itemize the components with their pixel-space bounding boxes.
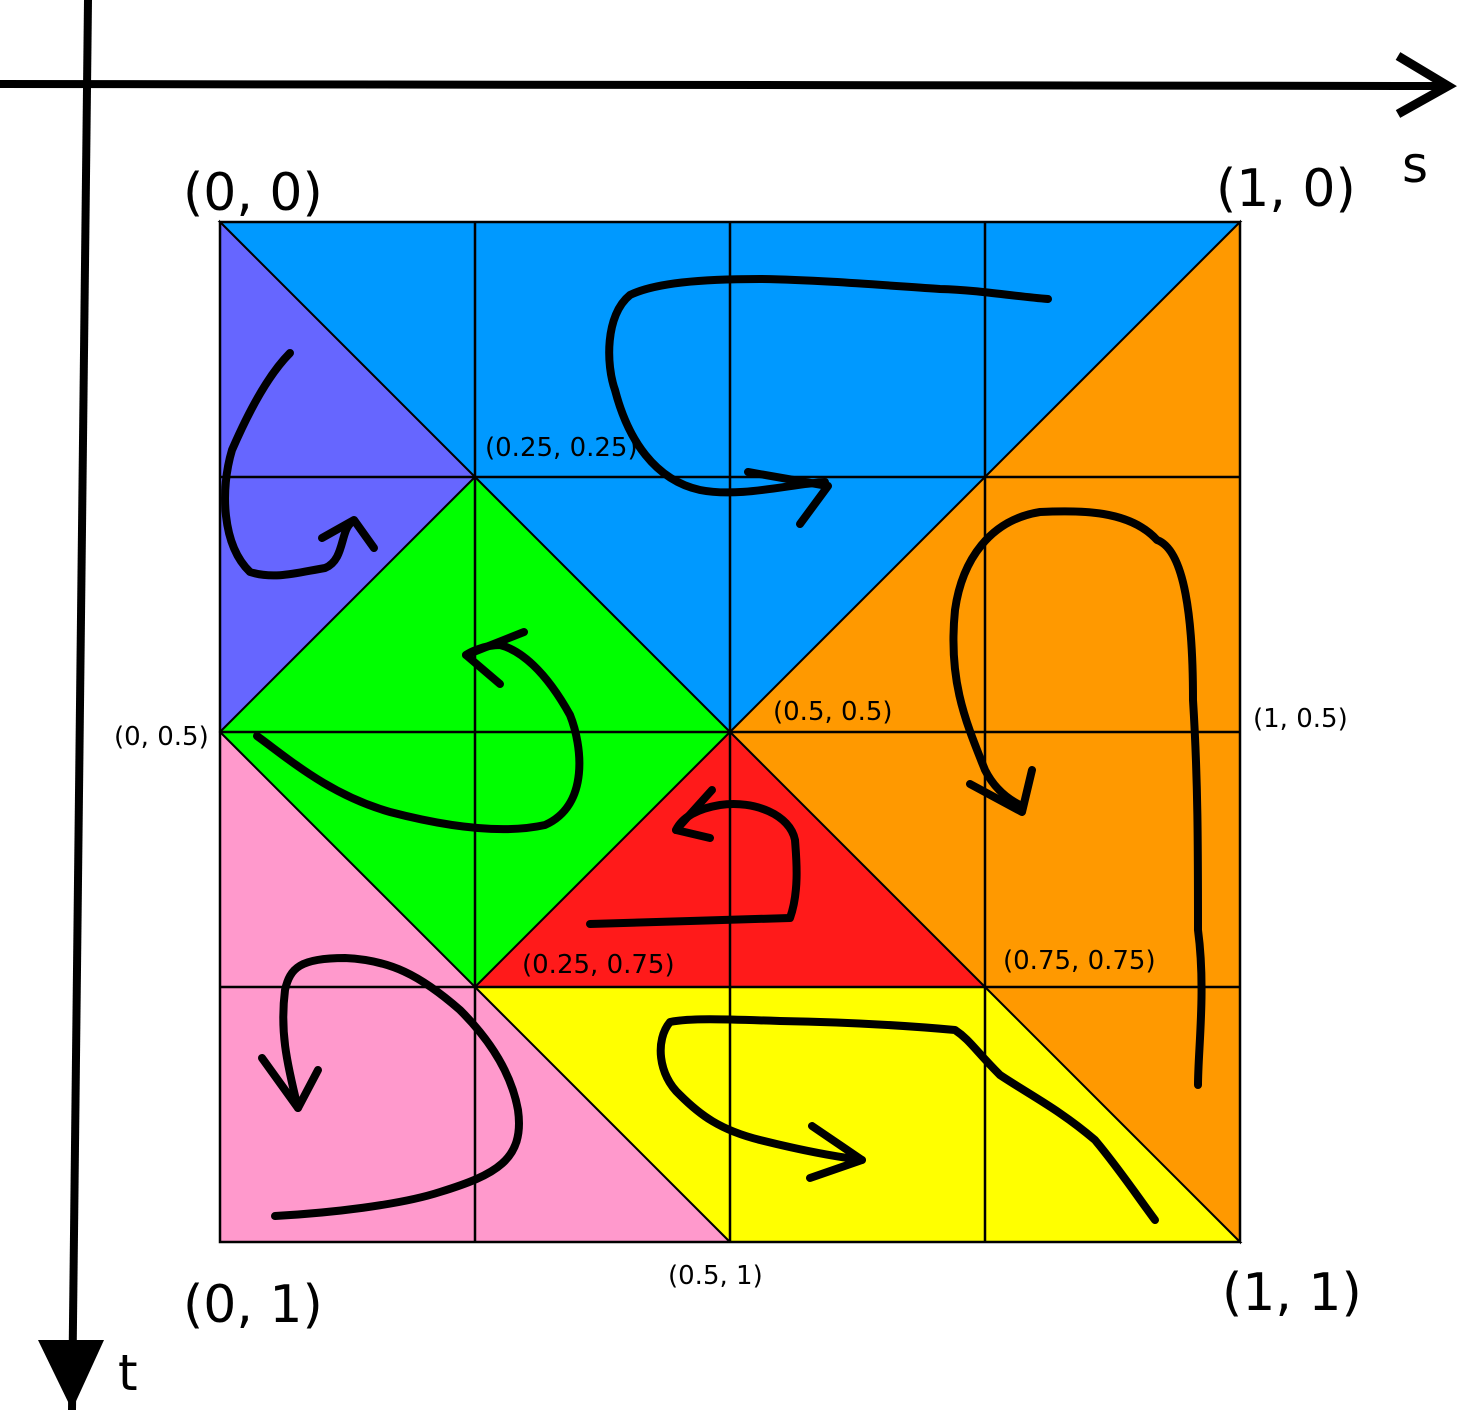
s-axis-arrowhead (1395, 52, 1457, 118)
point-label-05-1: (0.5, 1) (668, 1261, 763, 1291)
flow-arrows (221, 275, 1206, 1224)
point-label-05-05: (0.5, 0.5) (773, 697, 893, 727)
t-axis-arrowhead (38, 1340, 104, 1410)
red-flow-arrowhead (672, 786, 716, 842)
t-axis-label: t (118, 1344, 138, 1402)
red-flow-arrow (586, 800, 801, 928)
corner-label-bottom-left: (0, 1) (183, 1275, 323, 1335)
corner-label-top-left: (0, 0) (183, 163, 323, 223)
yellow-flow-arrow (656, 1015, 1159, 1224)
corner-label-top-right: (1, 0) (1216, 159, 1356, 219)
t-axis-line (68, 0, 92, 1411)
s-axis-label: s (1402, 136, 1428, 194)
outer-square (218, 220, 1242, 1244)
corner-label-bottom-right: (1, 1) (1222, 1263, 1362, 1323)
pink-flow-arrowhead (258, 1054, 322, 1112)
corner-labels: (0, 0) (1, 0) (0, 1) (1, 1) (183, 159, 1362, 1335)
point-label-025-075: (0.25, 0.75) (522, 950, 675, 980)
grid (218, 220, 1242, 1244)
orange-flow-arrow (949, 507, 1206, 1089)
purple-flow-arrowhead (318, 516, 378, 552)
orange-flow-arrowhead (966, 766, 1036, 816)
point-label-075-075: (0.75, 0.75) (1003, 946, 1156, 976)
blue-flow-arrowhead (744, 468, 832, 528)
yellow-flow-arrowhead (806, 1122, 866, 1182)
point-labels: (0.25, 0.25) (0, 0.5) (0.5, 0.5) (1, 0.5… (114, 433, 1348, 1291)
purple-flow-arrow (221, 349, 356, 580)
blue-flow-arrow (605, 275, 1052, 497)
point-label-1-05: (1, 0.5) (1253, 704, 1348, 734)
pink-flow-arrow (271, 954, 523, 1220)
point-label-0-05: (0, 0.5) (114, 722, 209, 752)
s-axis-line (0, 80, 1441, 90)
point-label-025-025: (0.25, 0.25) (485, 433, 638, 463)
green-flow-arrowhead (462, 628, 528, 688)
